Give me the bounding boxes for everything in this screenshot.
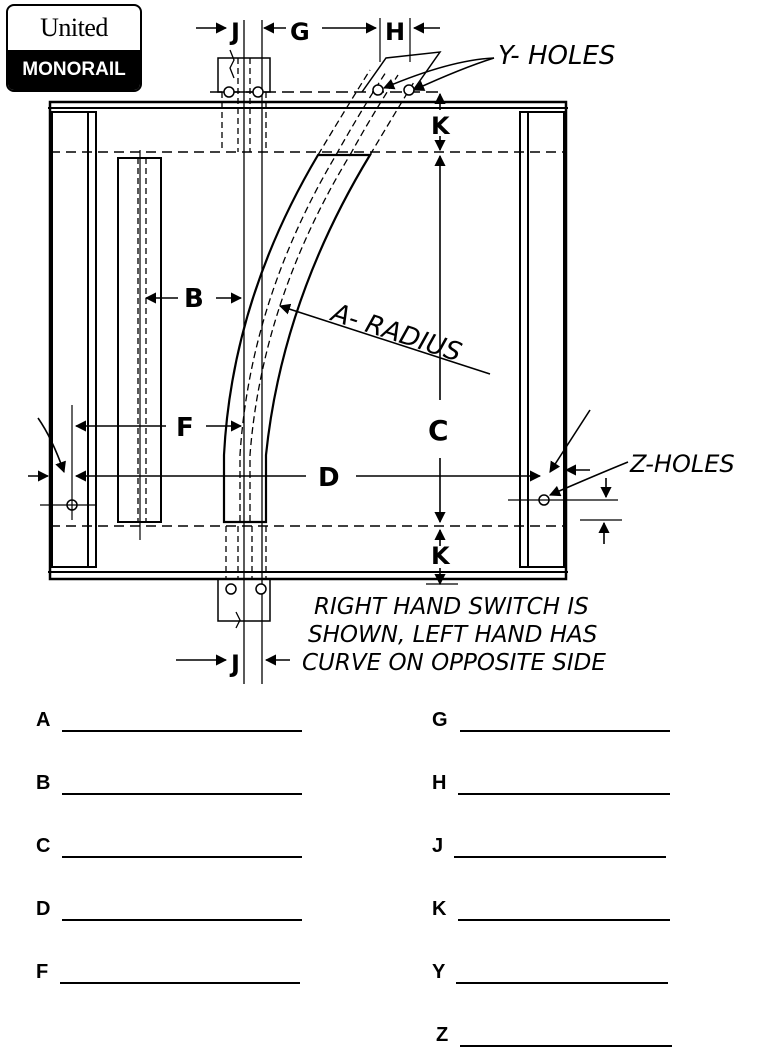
- form-label-y: Y: [432, 961, 446, 983]
- form-label-h: H: [432, 772, 447, 794]
- note-line-3: CURVE ON OPPOSITE SIDE: [302, 650, 606, 676]
- hole-y-left: [372, 84, 384, 96]
- form-label-g: G: [432, 709, 448, 731]
- form-row-z: Z: [436, 1021, 676, 1051]
- label-d: D: [318, 463, 340, 493]
- form-label-a: A: [36, 709, 51, 731]
- right-channel: [519, 111, 565, 568]
- label-a-radius: A- RADIUS: [326, 298, 465, 369]
- form-row-b: B: [36, 769, 306, 799]
- label-h: H: [385, 18, 405, 46]
- label-z-holes: Z-HOLES: [629, 450, 735, 478]
- form-field-d[interactable]: [62, 919, 302, 921]
- label-j-top: J: [229, 18, 240, 46]
- note-line-2: SHOWN, LEFT HAND HAS: [308, 622, 597, 648]
- form-field-h[interactable]: [458, 793, 670, 795]
- form-field-b[interactable]: [62, 793, 302, 795]
- form-field-y[interactable]: [456, 982, 668, 984]
- form-label-j: J: [432, 835, 444, 857]
- form-row-k: K: [432, 895, 672, 925]
- form-field-k[interactable]: [458, 919, 670, 921]
- hole-y-right: [403, 84, 415, 96]
- logo-line-2: MONORAIL: [8, 50, 140, 90]
- form-field-g[interactable]: [460, 730, 670, 732]
- curved-rail: [222, 153, 372, 524]
- form-field-a[interactable]: [62, 730, 302, 732]
- form-field-f[interactable]: [60, 982, 300, 984]
- label-y-holes: Y- HOLES: [498, 41, 615, 71]
- form-row-h: H: [432, 769, 672, 799]
- form-label-c: C: [36, 835, 51, 857]
- form-row-j: J: [432, 832, 672, 862]
- form-field-c[interactable]: [62, 856, 302, 858]
- note-line-1: RIGHT HAND SWITCH IS: [314, 594, 589, 620]
- label-b: B: [184, 284, 204, 314]
- label-f: F: [176, 413, 194, 443]
- form-row-a: A: [36, 706, 306, 736]
- form-label-d: D: [36, 898, 51, 920]
- form-field-j[interactable]: [454, 856, 666, 858]
- form-label-k: K: [432, 898, 447, 920]
- form-row-f: F: [36, 958, 306, 988]
- form-label-b: B: [36, 772, 51, 794]
- label-k-top: K: [431, 112, 451, 140]
- form-label-f: F: [36, 961, 49, 983]
- frame-outline: [48, 100, 568, 581]
- form-field-z[interactable]: [460, 1045, 672, 1047]
- hole-j-top-right: [252, 86, 264, 98]
- form-row-y: Y: [432, 958, 672, 988]
- left-channel: [51, 111, 97, 568]
- united-states-monorail-logo: United States MONORAIL: [6, 4, 142, 92]
- switch-diagram: J G H Y- HOLES K B A- RADIUS C F D Z-HOL…: [28, 18, 735, 684]
- label-g: G: [290, 18, 310, 46]
- hole-j-bottom-right: [255, 583, 267, 595]
- hole-j-top-left: [223, 86, 235, 98]
- form-row-c: C: [36, 832, 306, 862]
- label-k-bottom: K: [431, 542, 451, 570]
- form-label-z: Z: [436, 1024, 449, 1046]
- form-row-g: G: [432, 706, 672, 736]
- hole-j-bottom-left: [225, 583, 237, 595]
- label-c: C: [428, 414, 449, 447]
- label-j-bottom: J: [229, 650, 240, 678]
- form-row-d: D: [36, 895, 306, 925]
